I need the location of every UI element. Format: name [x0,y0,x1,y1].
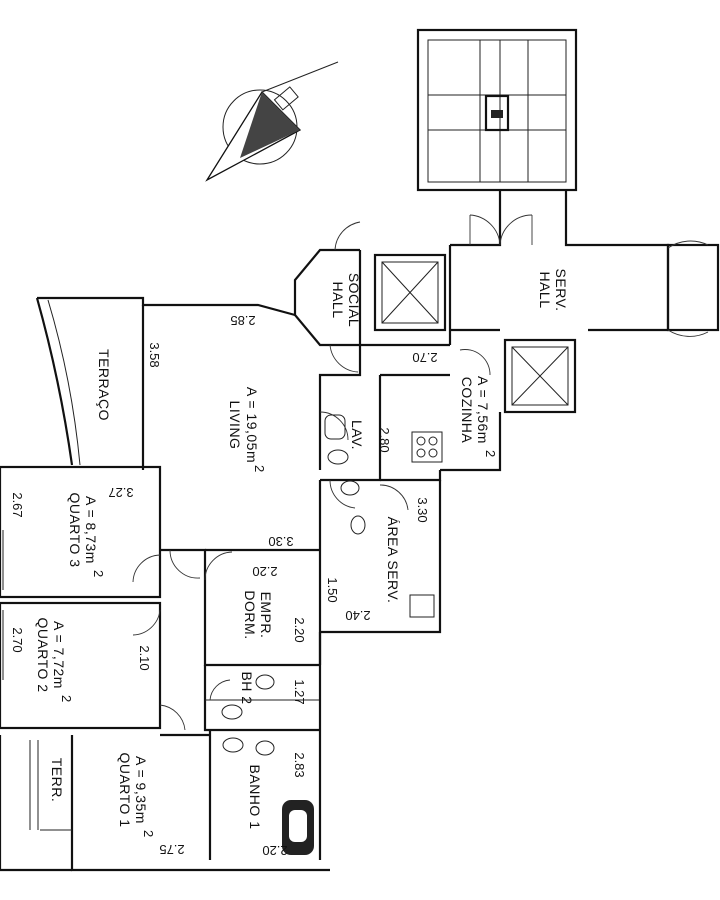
north-arrow-icon [205,61,339,182]
elevator-service [503,338,577,414]
apartment-walls [0,296,502,872]
dimension-label: 1.27 [292,679,307,704]
room-label-lav: LAV. [349,420,365,450]
dimension-label: 2.20 [292,617,307,642]
room-label-quarto1: QUARTO 1 A = 9,35m 2 [117,752,156,837]
dimension-label: 2.10 [137,645,152,670]
dimension-label: 2.67 [10,492,25,517]
stair-block [416,28,578,192]
svg-text:QUARTO 1: QUARTO 1 [117,752,133,827]
room-label-hall-serv: HALL SERV. [537,269,569,312]
svg-text:2: 2 [252,465,267,472]
svg-text:A = 19,05m: A = 19,05m [244,387,260,463]
room-label-quarto2: QUARTO 2 A = 7,72m 2 [35,617,74,702]
dimension-label: 2.83 [292,752,307,777]
dimension-label: 2.70 [10,627,25,652]
dimension-label: 3.27 [108,485,133,500]
room-label-bh2: BH 2 [239,671,255,704]
fixtures [221,414,443,855]
svg-text:COZINHA: COZINHA [459,377,475,444]
elevator-social [373,253,447,332]
dimension-label: 2.70 [412,350,437,365]
svg-text:A = 7,72m: A = 7,72m [51,621,67,689]
room-label-terr: TERR. [49,758,65,803]
interior-doors [132,349,491,731]
dimension-label: 2.20 [252,564,277,579]
dimension-label: 3.58 [147,342,162,367]
svg-text:EMPR.: EMPR. [258,592,274,639]
room-label-living: LIVING A = 19,05m 2 [227,387,267,472]
room-label-banho1: BANHO 1 [247,765,263,830]
room-label-quarto3: QUARTO 3 A = 8,73m 2 [67,492,106,577]
room-label-dorm-empr: DORM. EMPR. [242,590,274,639]
dimension-label: 2.20 [262,843,287,858]
dimension-label: 2.75 [159,842,184,857]
dimension-label: 3.30 [268,534,293,549]
svg-text:DORM.: DORM. [242,590,258,639]
svg-text:SERV.: SERV. [553,269,569,312]
hall-social-walls [293,221,452,373]
svg-text:2: 2 [91,570,106,577]
room-label-hall-social: HALL SOCIAL [330,273,362,327]
svg-text:SOCIAL: SOCIAL [346,273,362,327]
svg-text:2: 2 [59,695,74,702]
svg-text:2: 2 [483,450,498,457]
svg-text:QUARTO 3: QUARTO 3 [67,492,83,567]
dimension-label: 2.40 [345,608,370,623]
dimension-label: 3.30 [415,497,430,522]
svg-text:HALL: HALL [537,271,553,308]
dimension-label: 2.85 [230,313,255,328]
svg-text:LIVING: LIVING [227,401,243,450]
svg-text:2: 2 [141,830,156,837]
svg-text:QUARTO 2: QUARTO 2 [35,617,51,692]
svg-text:A = 7,56m: A = 7,56m [475,376,491,444]
dimension-label: 2.80 [377,427,392,452]
hall-serv-walls [450,190,720,337]
svg-text:A = 9,35m: A = 9,35m [133,756,149,824]
svg-text:HALL: HALL [330,281,346,318]
room-label-cozinha: COZINHA A = 7,56m 2 [459,376,498,457]
room-label-area-serv: ÁREA SERV. [385,517,401,604]
dimension-label: 1.50 [325,577,340,602]
svg-text:A = 8,73m: A = 8,73m [83,496,99,564]
room-label-terraco: TERRAÇO [96,349,112,421]
